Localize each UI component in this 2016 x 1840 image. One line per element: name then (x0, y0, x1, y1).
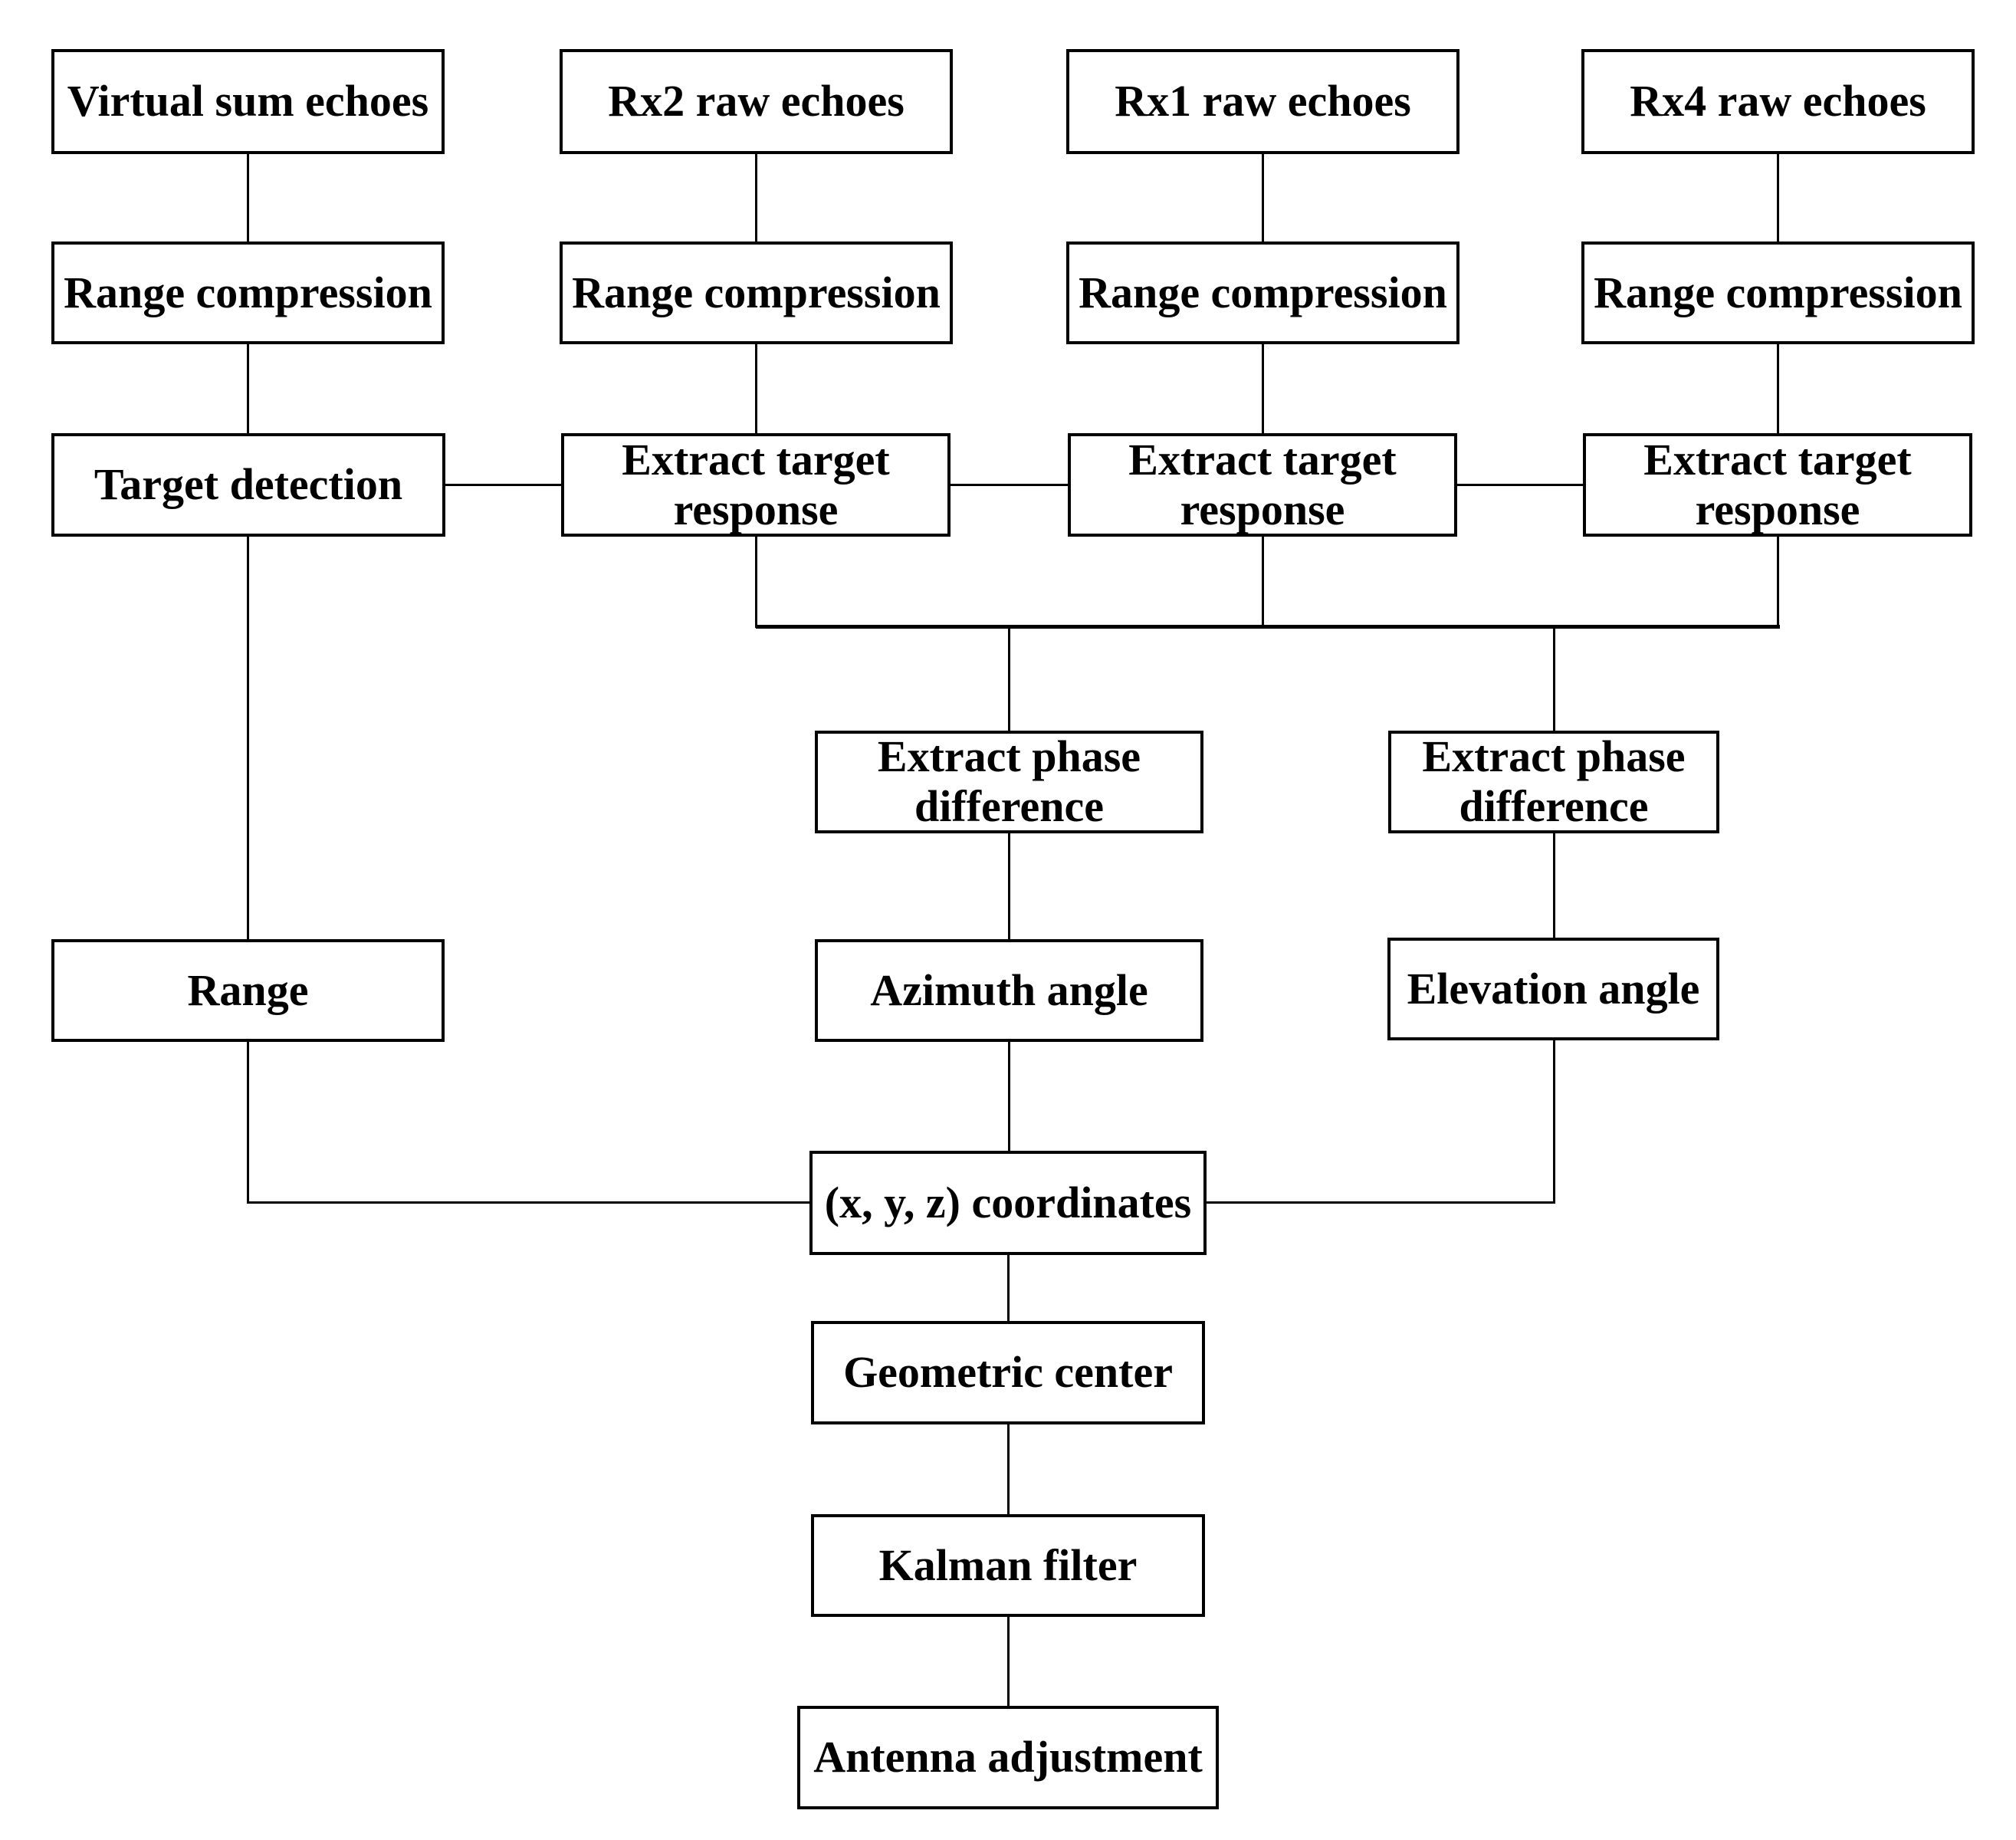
node-extract-target-response-3: Extract target response (1583, 433, 1972, 537)
node-label: Extract target response (1128, 434, 1397, 534)
node-xyz-coordinates: (x, y, z) coordinates (809, 1151, 1207, 1255)
node-range-compression-2: Range compression (560, 242, 953, 344)
node-label: Extract target response (622, 434, 890, 534)
node-label: Rx4 raw echoes (1630, 76, 1926, 127)
node-label: Range compression (1079, 267, 1447, 317)
connector-line (1262, 154, 1264, 242)
node-label: Rx2 raw echoes (608, 76, 905, 127)
node-label: Antenna adjustment (813, 1732, 1203, 1783)
connector-line (1553, 626, 1555, 732)
node-label: Range compression (572, 267, 941, 317)
connector-line (1777, 344, 1779, 433)
connector-line (247, 344, 249, 433)
node-elevation-angle: Elevation angle (1387, 938, 1719, 1040)
connector-line (951, 484, 1069, 486)
connector-line (1457, 484, 1584, 486)
node-label: Azimuth angle (870, 964, 1148, 1015)
connector-line (1008, 626, 1010, 732)
node-azimuth-angle: Azimuth angle (815, 939, 1203, 1042)
node-label: Extract phase difference (877, 731, 1141, 831)
node-virtual-sum-echoes: Virtual sum echoes (51, 49, 445, 154)
connector-line (248, 1201, 810, 1204)
node-extract-phase-difference-1: Extract phase difference (815, 731, 1203, 833)
node-extract-target-response-2: Extract target response (1068, 433, 1457, 537)
node-range: Range (51, 939, 445, 1042)
connector-line (755, 154, 757, 242)
connector-line (445, 484, 562, 486)
connector-line (247, 154, 249, 242)
node-range-compression-3: Range compression (1066, 242, 1459, 344)
node-label: Rx1 raw echoes (1115, 76, 1411, 127)
connector-line (1008, 1042, 1010, 1152)
connector-line (1262, 537, 1264, 628)
node-label: Range compression (64, 267, 432, 317)
connector-line (1553, 1040, 1555, 1204)
node-label: Geometric center (843, 1347, 1173, 1398)
connector-line (755, 537, 757, 628)
node-range-compression-4: Range compression (1581, 242, 1975, 344)
node-label: Extract phase difference (1422, 731, 1686, 831)
node-rx1-raw-echoes: Rx1 raw echoes (1066, 49, 1459, 154)
connector-line (1007, 1424, 1010, 1516)
connector-line (1007, 1255, 1010, 1322)
node-label: Range (187, 964, 309, 1015)
connector-line (247, 1042, 249, 1204)
node-extract-target-response-1: Extract target response (561, 433, 951, 537)
node-rx2-raw-echoes: Rx2 raw echoes (560, 49, 953, 154)
connector-line (1777, 537, 1779, 628)
node-label: Extract target response (1643, 434, 1912, 534)
node-label: Range compression (1594, 267, 1962, 317)
connector-line (1207, 1201, 1555, 1204)
connector-line (1007, 1617, 1010, 1707)
node-target-detection: Target detection (51, 433, 445, 537)
connector-line (1262, 344, 1264, 433)
node-geometric-center: Geometric center (811, 1321, 1205, 1424)
connector-line (755, 344, 757, 433)
connector-line (247, 537, 249, 941)
node-label: Virtual sum echoes (67, 76, 429, 127)
node-rx4-raw-echoes: Rx4 raw echoes (1581, 49, 1975, 154)
connector-line (756, 625, 1780, 629)
connector-line (1008, 833, 1010, 941)
connector-line (1553, 833, 1555, 939)
node-label: Target detection (94, 459, 403, 510)
node-extract-phase-difference-2: Extract phase difference (1388, 731, 1719, 833)
connector-line (1777, 154, 1779, 242)
node-label: Kalman filter (878, 1539, 1138, 1590)
node-antenna-adjustment: Antenna adjustment (797, 1706, 1219, 1809)
node-kalman-filter: Kalman filter (811, 1514, 1205, 1617)
node-range-compression-1: Range compression (51, 242, 445, 344)
node-label: (x, y, z) coordinates (824, 1177, 1192, 1227)
node-label: Elevation angle (1407, 963, 1700, 1014)
